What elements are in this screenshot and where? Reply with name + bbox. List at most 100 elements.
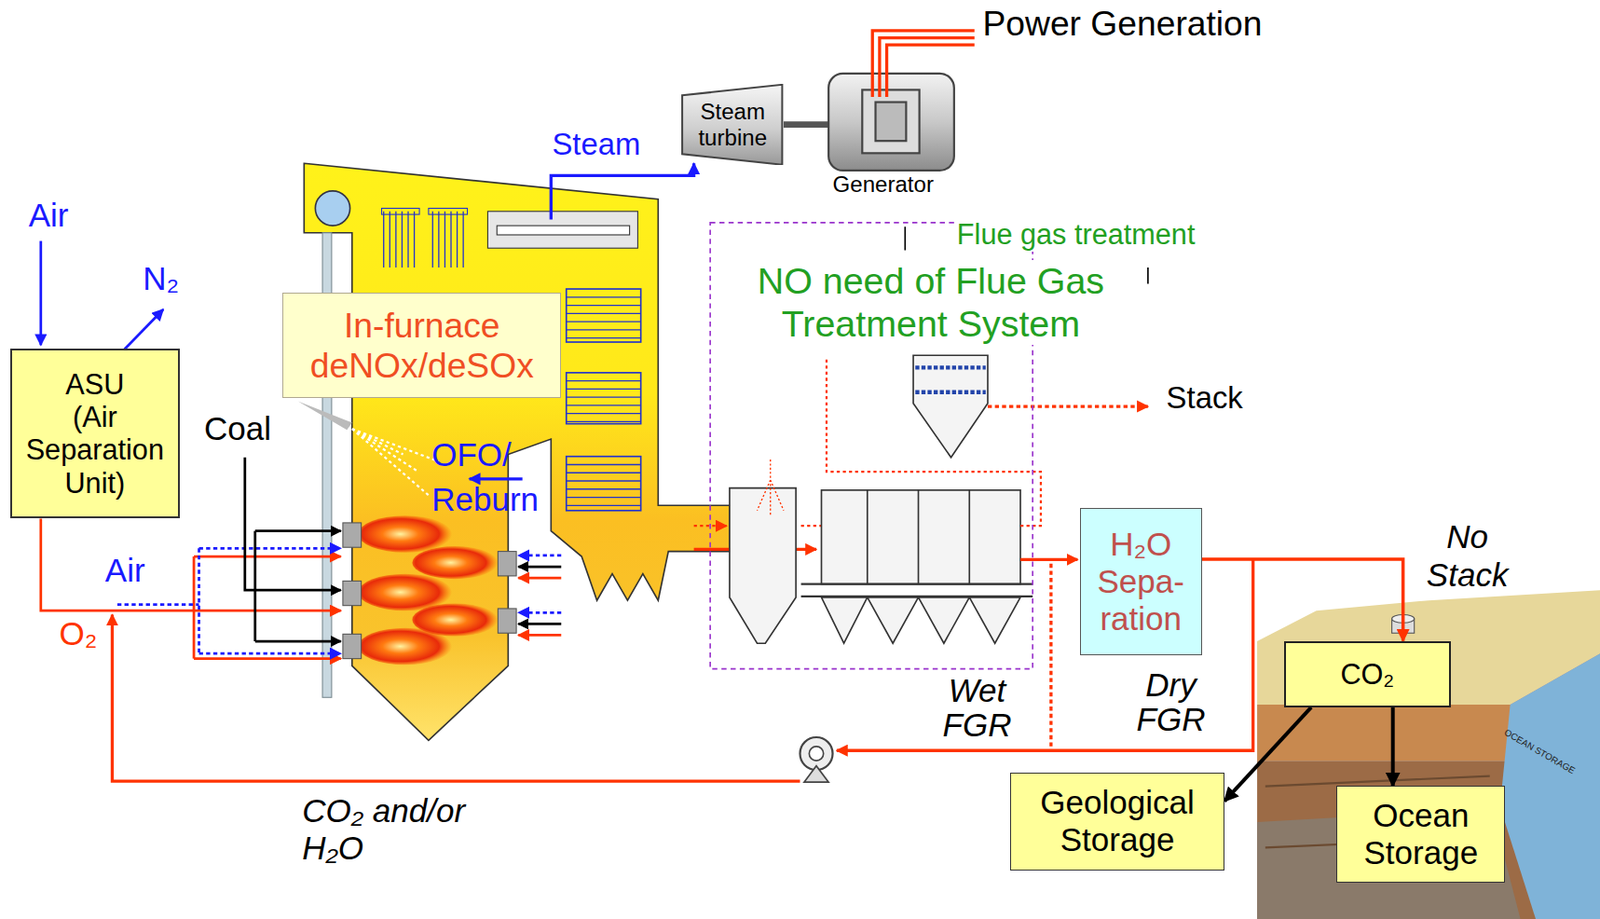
economizer-tubes-part (566, 320, 642, 322)
flow-arrow (1224, 707, 1312, 802)
recycle-lines-part (111, 615, 800, 782)
generator-part (875, 102, 907, 142)
oxygen-lines (41, 519, 561, 659)
air-lines-part (518, 611, 561, 615)
boiler-part (496, 225, 630, 235)
node-text: Geological Storage (1014, 783, 1220, 860)
coal-lines-part (255, 640, 342, 643)
stream-label: OFO/ Reburn (431, 432, 562, 521)
economizer-tubes-part (566, 479, 642, 481)
coal-lines-part (518, 622, 561, 626)
note-text: No Stack (1416, 518, 1519, 594)
boiler-part (487, 211, 638, 248)
platen-tubes-part (444, 211, 446, 268)
economizer-tubes-part (566, 304, 642, 306)
stream-label: Coal (204, 410, 272, 448)
co2-box: CO₂ (1284, 641, 1452, 708)
stream-label: N₂ (142, 259, 179, 298)
fgr-fan (800, 737, 834, 782)
coal-lines-part (245, 457, 342, 590)
flue-gas-train-part (915, 367, 986, 392)
node-text: Ocean Storage (1340, 796, 1501, 873)
coal-lines-part (518, 565, 561, 569)
air-lines-part (199, 547, 342, 550)
stream-label: Wet FGR (933, 673, 1021, 743)
economizer-tubes-part (566, 328, 642, 330)
economizer-tubes-part (566, 464, 642, 465)
platen-tubes-part (382, 207, 421, 215)
burners-part (342, 580, 362, 605)
stream-label: Air (28, 196, 69, 234)
flue-gas-train-part (820, 490, 1021, 585)
platen-tubes-part (450, 211, 452, 268)
steam-turbine: Steam turbine (681, 83, 784, 166)
flue-gas-train-part (987, 404, 1149, 408)
stream-label: CO₂ and/or H₂O (301, 792, 502, 868)
economizer-tubes-part (566, 472, 642, 474)
ofa-arrow-part (469, 477, 523, 480)
note-text: NO need of Flue Gas Treatment System (737, 259, 1126, 345)
stream-label: Dry FGR (1127, 668, 1215, 738)
economizer-tubes-part (566, 404, 642, 406)
platen-tubes-part (432, 211, 434, 268)
node-text: H₂O Sepa- ration (1084, 525, 1198, 639)
steam-line-part (550, 163, 694, 219)
recycle-lines-part (1049, 563, 1053, 751)
output-label: Power Generation (983, 3, 1263, 44)
stack-label: Stack (1166, 380, 1244, 416)
economizer-tubes (566, 288, 642, 511)
asu-box: ASU (Air Separation Unit) (10, 348, 180, 519)
generator-part (783, 121, 829, 128)
air-lines-part (124, 309, 165, 350)
economizer-tubes-part (566, 456, 642, 511)
generator-part (828, 73, 955, 171)
oxygen-lines-part (192, 556, 196, 659)
reagent-spray-part (298, 401, 353, 431)
node-text: Steam turbine (684, 98, 780, 151)
oxygen-lines-part (193, 609, 342, 613)
flue-gas-train-part (801, 584, 1034, 597)
storage-map (1257, 589, 1600, 919)
platen-tubes-part (395, 211, 397, 268)
air-lines-part (197, 547, 201, 654)
economizer-tubes-part (566, 313, 642, 315)
oxygen-lines-part (518, 633, 561, 637)
oxygen-lines-part (518, 576, 561, 580)
economizer-tubes-part (566, 488, 642, 490)
generator-part (861, 89, 919, 153)
reagent-spray-part (352, 428, 439, 495)
economizer-tubes-part (566, 412, 642, 414)
flue-gas-train-part (867, 490, 971, 585)
burners-part (342, 633, 362, 658)
callout-box: In-furnace deNOx/deSOx (282, 292, 561, 398)
boiler-part (314, 191, 350, 226)
flue-gas-train-part (820, 597, 1021, 643)
platen-tubes-part (407, 211, 409, 268)
economizer-tubes-part (566, 296, 642, 298)
economizer-tubes-part (566, 396, 642, 398)
flue-gas-train-part (913, 355, 988, 458)
flue-gas-train-part (729, 488, 796, 644)
group-title: Flue gas treatment (954, 218, 1199, 251)
separator-box: H₂O Sepa- ration (1080, 507, 1203, 656)
flames-part (411, 602, 498, 636)
platen-tubes (382, 207, 468, 268)
turbine-outline (683, 84, 783, 165)
flow-arrow (1391, 707, 1395, 786)
flames-part (357, 515, 452, 552)
oxygen-lines-part (193, 656, 342, 660)
boiler-part (303, 163, 730, 740)
stream-label: Air (105, 551, 146, 589)
platen-tubes-part (413, 211, 415, 268)
burners-part (342, 522, 362, 548)
burners-part (497, 551, 517, 576)
economizer-tubes-part (566, 337, 642, 339)
economizer-tubes-part (566, 505, 642, 506)
platen-tubes-part (462, 211, 464, 268)
node-text: In-furnace deNOx/deSOx (287, 305, 557, 386)
ofa-arrow (469, 478, 523, 479)
platen-tubes-part (456, 211, 458, 268)
